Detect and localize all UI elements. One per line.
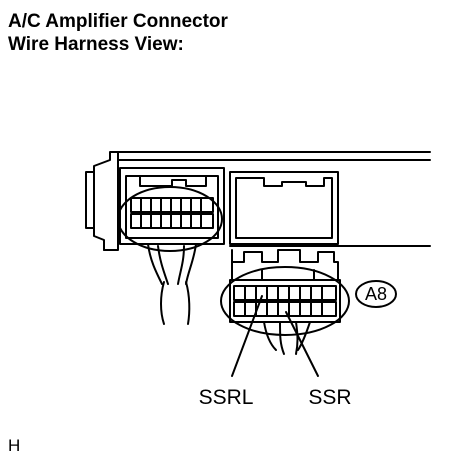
terminal-label-ssrl: SSRL — [199, 386, 254, 409]
title-line-1: A/C Amplifier Connector — [8, 11, 228, 32]
upper-right-connector-slot — [229, 171, 339, 245]
upper-left-connector — [117, 167, 225, 252]
amplifier-housing — [85, 151, 431, 251]
ssr-pointer-line — [285, 311, 319, 377]
diagram-title: A/C Amplifier Connector Wire Harness Vie… — [8, 10, 228, 56]
ssrl-pointer-line — [231, 295, 263, 377]
terminal-label-ssr: SSR — [308, 386, 351, 409]
a8-harness — [263, 321, 311, 355]
footer-mark: H — [8, 436, 21, 455]
connector-code-label: A8 — [365, 284, 387, 304]
connector-code-badge: A8 — [355, 280, 397, 308]
upper-left-harness — [147, 243, 197, 325]
a8-connector — [220, 249, 350, 336]
title-line-2: Wire Harness View: — [8, 34, 184, 55]
